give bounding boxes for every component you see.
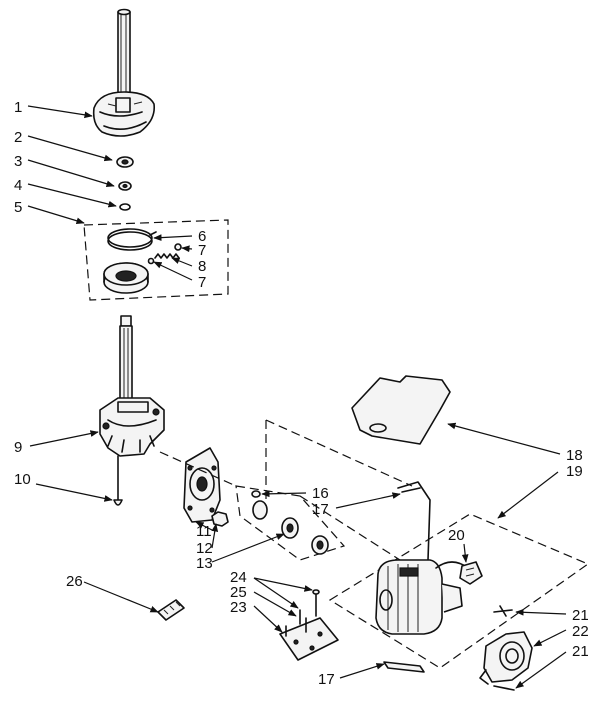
callout-7-upper: 7 — [198, 242, 206, 259]
clip-lower-part — [383, 661, 425, 673]
clip-21-lower-part — [493, 685, 515, 691]
callout-21-upper: 21 — [572, 607, 589, 624]
callout-24: 24 — [230, 569, 247, 586]
callout-11: 11 — [196, 523, 212, 540]
callout-20: 20 — [448, 527, 465, 544]
coupling-part — [252, 500, 329, 555]
callout-21-lower: 21 — [572, 643, 589, 660]
drain-plug-part — [113, 455, 123, 506]
switch-connector-part — [459, 561, 483, 585]
ring-4-part — [119, 203, 131, 211]
shield-plate-part — [351, 375, 451, 445]
callout-10: 10 — [14, 471, 31, 488]
callout-16: 16 — [312, 485, 329, 502]
gearcase-part — [99, 315, 165, 457]
callout-22: 22 — [572, 623, 589, 640]
washer-3-part — [118, 181, 132, 191]
drive-line-motor — [299, 495, 401, 561]
spring-part — [147, 243, 182, 265]
cam-assembly-part — [92, 91, 156, 137]
callout-5: 5 — [14, 199, 22, 216]
callout-26: 26 — [66, 573, 83, 590]
clutch-band-part — [107, 228, 157, 251]
callout-19: 19 — [566, 463, 583, 480]
callout-labels: 1 2 3 4 5 6 7 8 7 9 10 11 12 13 16 17 18… — [14, 99, 589, 688]
callout-12: 12 — [196, 540, 213, 557]
clip-upper-part — [397, 481, 431, 561]
callout-17-lower: 17 — [318, 671, 335, 688]
leader-lines — [27, 105, 567, 689]
callout-4: 4 — [14, 177, 22, 194]
callout-1: 1 — [14, 99, 22, 116]
clutch-assembly-box — [83, 219, 229, 301]
callout-6: 6 — [198, 228, 206, 245]
mount-plate-part — [183, 447, 221, 523]
callout-9: 9 — [14, 439, 22, 456]
pin-part — [251, 490, 261, 498]
callout-3: 3 — [14, 153, 22, 170]
fastener-part — [157, 599, 185, 621]
callout-7-lower: 7 — [198, 274, 206, 291]
callout-25: 25 — [230, 584, 247, 601]
callout-23: 23 — [230, 599, 247, 616]
washer-2-part — [116, 156, 134, 168]
end-bell-part — [479, 631, 533, 685]
motor-part — [375, 559, 469, 635]
bracket-plate-part — [279, 617, 339, 661]
callout-8: 8 — [198, 258, 206, 275]
callout-17-upper: 17 — [312, 501, 329, 518]
clutch-hub-part — [103, 262, 149, 294]
clip-21-upper-part — [493, 605, 513, 617]
agitator-shaft-part — [117, 8, 131, 108]
callout-2: 2 — [14, 129, 22, 146]
callout-13: 13 — [196, 555, 213, 572]
screw-part — [312, 589, 320, 617]
callout-18: 18 — [566, 447, 583, 464]
drive-line-top — [265, 419, 413, 487]
nut-part — [211, 511, 229, 527]
